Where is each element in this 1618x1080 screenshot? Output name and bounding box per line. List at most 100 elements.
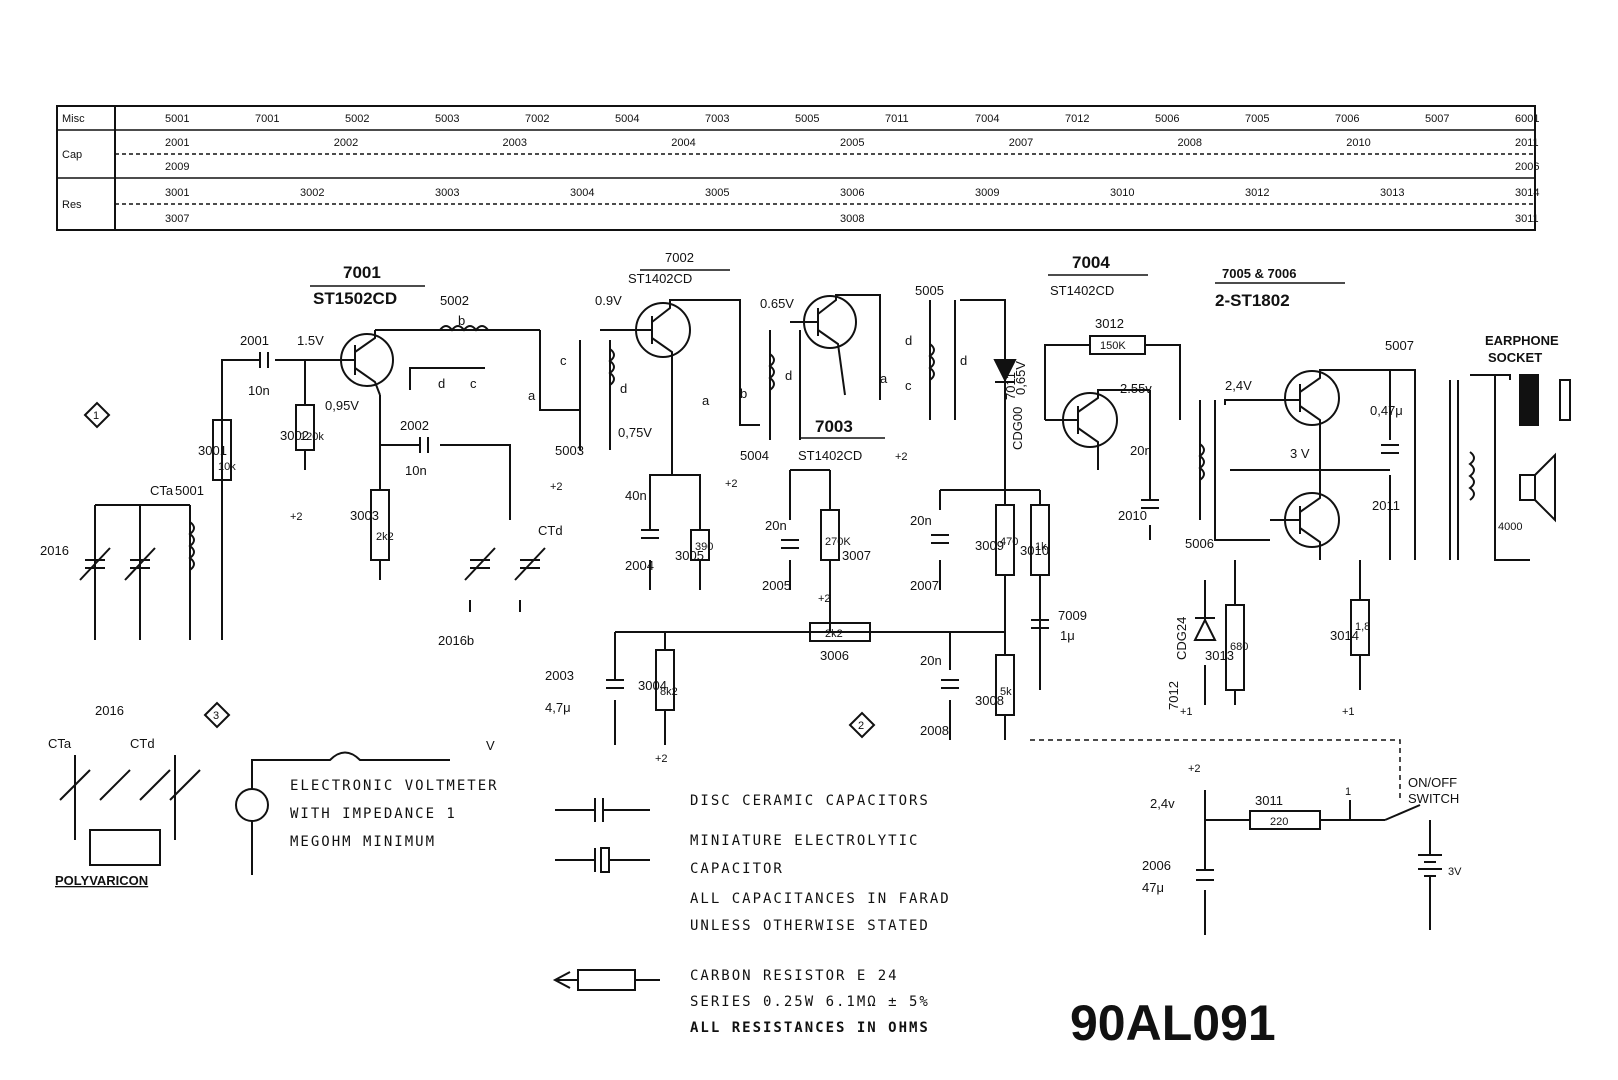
table-cell: 3009 [975, 187, 999, 199]
t7004-ref: 7004 [1072, 253, 1110, 272]
table-cell: 3008 [840, 213, 864, 225]
r3007-body [820, 509, 840, 561]
c2005-label: 2005 [762, 578, 791, 593]
node-3-diamond [203, 701, 231, 729]
table-cell: 7003 [705, 113, 729, 125]
c2005-plates [781, 539, 799, 549]
table-cell: 2002 [334, 137, 358, 149]
c2003-label: 2003 [545, 668, 574, 683]
l5003-label: 5003 [555, 443, 584, 458]
r3014-value: 1,8 [1355, 621, 1370, 633]
voltage-11: 3V [1448, 866, 1462, 878]
table-cell: 3004 [570, 187, 594, 199]
r3013-body [1225, 604, 1245, 691]
legend-resistor-1: CARBON RESISTOR E 24 [690, 968, 899, 984]
c2001-label: 2001 [240, 333, 269, 348]
l5005-coil [928, 343, 935, 381]
speaker-label: 4000 [1498, 521, 1522, 533]
r3009-body [995, 504, 1015, 576]
r3011-body [1249, 810, 1321, 830]
svg-text:1: 1 [1345, 786, 1351, 798]
voltage-6: 0,65V [1013, 361, 1028, 395]
l5004-coil [768, 353, 775, 391]
r3002-value: 120k [300, 431, 324, 443]
d7011-label: 7011 [1003, 372, 1018, 400]
d7012-symbol [1193, 617, 1217, 641]
legend-disc-symbol [555, 798, 650, 822]
table-cell: 2011 [1515, 137, 1539, 149]
table-cell: 7005 [1245, 113, 1269, 125]
c2001-value: 10n [248, 383, 270, 398]
table-head-res: Res [62, 199, 82, 211]
table-cell: 2009 [165, 161, 189, 173]
voltage-8: 2,4V [1225, 378, 1252, 393]
svg-text:d: d [960, 353, 967, 368]
table-cell: 2007 [1009, 137, 1033, 149]
earphone-label: EARPHONE [1485, 333, 1559, 348]
c2010-label: 2010 [1118, 508, 1147, 523]
c2011-label: 2011 [1372, 498, 1400, 513]
c2003-plates [606, 679, 624, 689]
d7012-label: 7012 [1166, 681, 1181, 710]
c2009-value: 1μ [1060, 628, 1075, 643]
svg-text:+2: +2 [1188, 763, 1201, 775]
table-cell: 2010 [1346, 137, 1370, 149]
c2008-value: 20n [920, 653, 942, 668]
table-cell: 5002 [345, 113, 369, 125]
c2006-label: 2006 [1142, 858, 1171, 873]
table-cell: 3006 [840, 187, 864, 199]
polyvaricon-drawing [59, 755, 201, 866]
legend-voltmeter-3: MEGOHM MINIMUM [290, 834, 436, 850]
c2004-value: 40n [625, 488, 647, 503]
c2008-label: 2008 [920, 723, 949, 738]
voltage-10: 2,4v [1150, 796, 1175, 811]
c2009-label: 7009 [1058, 608, 1087, 623]
r3001-body [212, 419, 232, 481]
r3007-label: 3007 [842, 548, 871, 563]
svg-text:2: 2 [858, 720, 864, 732]
l5007-label: 5007 [1385, 338, 1414, 353]
c2005-value: 20n [765, 518, 787, 533]
voltage-1: 1.5V [297, 333, 324, 348]
svg-text:d: d [620, 381, 627, 396]
d7011-symbol [993, 359, 1017, 383]
legend-farad-2: UNLESS OTHERWISE STATED [690, 918, 930, 934]
r3004-label: 3004 [638, 678, 667, 693]
table-cell: 2006 [1515, 161, 1539, 173]
svg-text:+2: +2 [655, 753, 668, 765]
c2016-ant-label: 2016 [40, 543, 69, 558]
transistor-titles: 7001 ST1502CD 7002 ST1402CD 7003 ST1402C… [310, 250, 1345, 463]
svg-text:+1: +1 [1342, 706, 1355, 718]
r3006-value: 2k2 [825, 628, 843, 640]
table-cell: 2001 [165, 137, 189, 149]
legend-resistor-symbol [552, 969, 660, 991]
polyvaricon-label: POLYVARICON [55, 873, 148, 888]
svg-text:d: d [905, 333, 912, 348]
table-head-cap: Cap [62, 149, 82, 161]
table-head-misc: Misc [62, 113, 85, 125]
c2016b-label: 2016b [438, 633, 474, 648]
legend-voltmeter-2: WITH IMPEDANCE 1 [290, 806, 457, 822]
voltage-2: 0,95V [325, 398, 359, 413]
table-cell: 3003 [435, 187, 459, 199]
r3004-body [655, 649, 675, 711]
c2008-plates [941, 679, 959, 689]
r3001-value: 10k [218, 461, 236, 473]
l5002-coil [439, 325, 489, 332]
c2009-plates [1031, 619, 1049, 629]
socket-label: SOCKET [1488, 350, 1542, 365]
table-cell: 3013 [1380, 187, 1404, 199]
r3013-value: 680 [1230, 641, 1248, 653]
voltage-5: 0.65V [760, 296, 794, 311]
c2004-plates [641, 529, 659, 539]
table-cell: 3007 [165, 213, 189, 225]
legend: ELECTRONIC VOLTMETER WITH IMPEDANCE 1 ME… [290, 738, 949, 1036]
l5006-label: 5006 [1185, 536, 1214, 551]
l5004-label: 5004 [740, 448, 769, 463]
legend-resistor-3: ALL RESISTANCES IN OHMS [690, 1020, 930, 1036]
r3012-label: 3012 [1095, 316, 1124, 331]
t7002-ref: 7002 [665, 250, 694, 265]
r3010-body [1030, 504, 1050, 576]
c2016b-symbol [464, 547, 496, 581]
